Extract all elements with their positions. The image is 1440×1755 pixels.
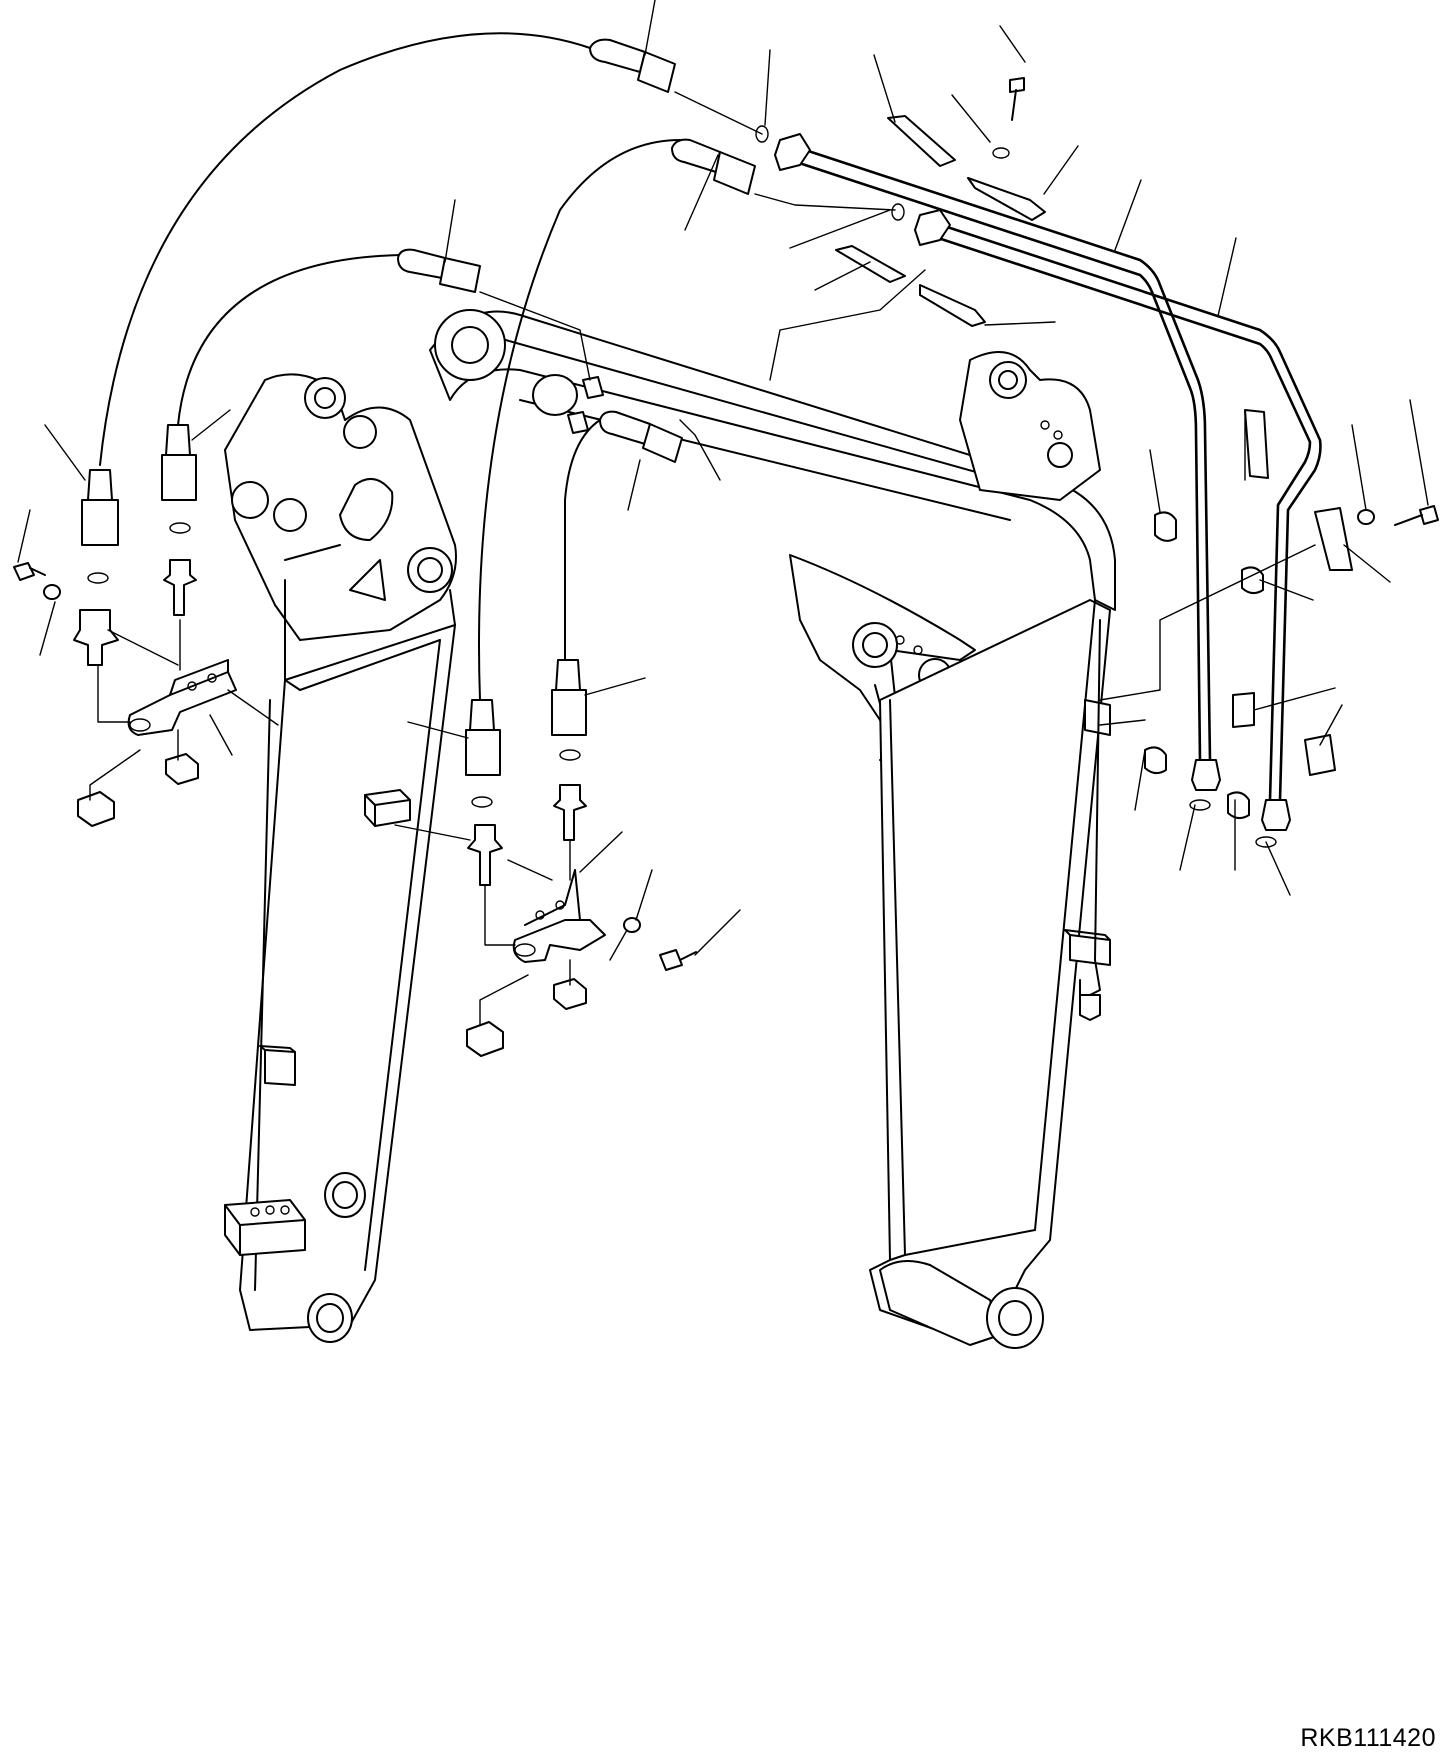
nut bbox=[77, 753, 587, 1057]
hose-fitting bbox=[81, 38, 756, 776]
leader-lines bbox=[17, 0, 1429, 1026]
spacer-block bbox=[364, 511, 1264, 827]
bolt bbox=[13, 77, 1439, 971]
arm-assembly-left bbox=[224, 373, 457, 1343]
hydraulic-hose bbox=[99, 32, 681, 701]
washer bbox=[43, 509, 1375, 933]
hydraulic-tube bbox=[774, 133, 1322, 831]
o-ring bbox=[87, 125, 1277, 848]
fitting-adapter bbox=[73, 559, 587, 886]
mounting-bracket bbox=[127, 659, 606, 963]
arm-assembly-right bbox=[429, 309, 1116, 1349]
drawing-code: RKB111420 bbox=[1300, 1724, 1436, 1752]
clamp bbox=[835, 115, 1353, 776]
